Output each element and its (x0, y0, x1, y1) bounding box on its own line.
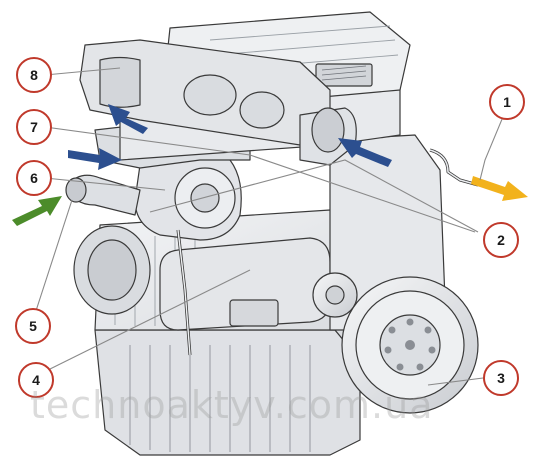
callout-1: 1 (489, 84, 525, 120)
svg-text:8: 8 (30, 67, 38, 83)
callout-6: 6 (16, 160, 52, 196)
svg-text:5: 5 (29, 318, 37, 334)
watermark-text: technoaktyv.com.ua (30, 383, 434, 427)
engine-illustration (65, 11, 479, 456)
yellow-arrow-icon (471, 176, 528, 201)
callout-2: 2 (483, 222, 519, 258)
callout-8: 8 (16, 57, 52, 93)
callout-markers: 8 7 6 5 4 1 2 3 (15, 57, 525, 398)
blue-arrow-icon (68, 148, 122, 170)
svg-text:2: 2 (497, 232, 505, 248)
svg-text:1: 1 (503, 94, 511, 110)
oil-cooler (159, 237, 331, 331)
callout-7: 7 (16, 109, 52, 145)
callout-5: 5 (15, 308, 51, 344)
flow-arrows (12, 104, 528, 226)
blue-arrow-icon (108, 104, 148, 134)
svg-text:4: 4 (32, 372, 40, 388)
callout-3: 3 (483, 360, 519, 396)
callout-4: 4 (18, 362, 54, 398)
svg-text:6: 6 (30, 170, 38, 186)
cooler-mount (229, 299, 279, 327)
blue-arrow-icon (338, 138, 392, 167)
green-arrow-icon (12, 196, 62, 226)
svg-text:7: 7 (30, 119, 38, 135)
callout-leaders (32, 67, 506, 386)
svg-text:3: 3 (497, 370, 505, 386)
